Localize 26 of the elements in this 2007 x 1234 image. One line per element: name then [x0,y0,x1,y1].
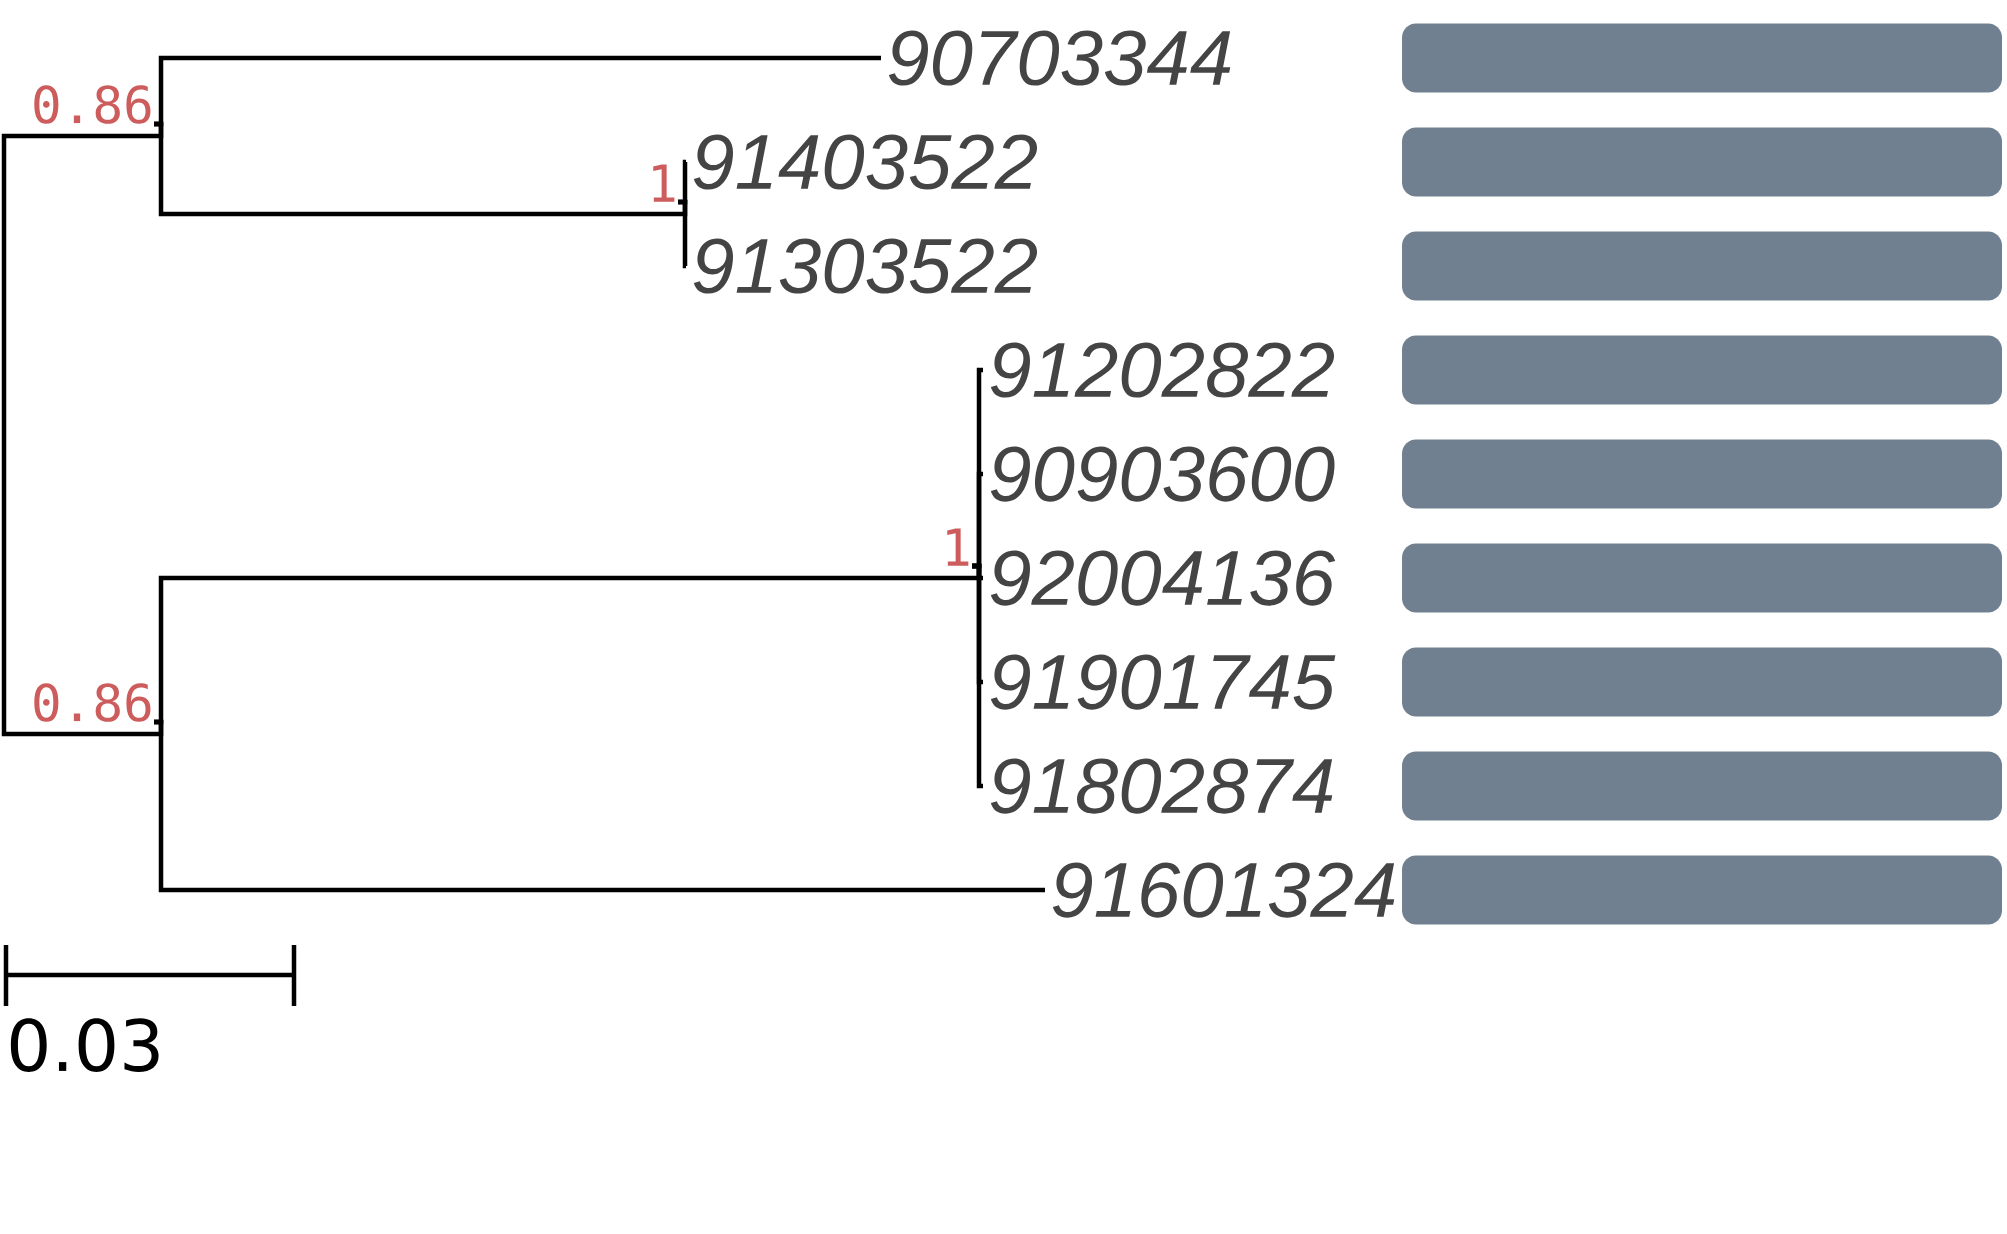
bar [1402,751,2003,821]
leaf-label: 91802874 [990,758,1333,814]
bar [1402,231,2003,301]
leaf-label: 91202822 [990,342,1335,398]
scale-label: 0.03 [10,1018,159,1072]
bar [1402,439,2003,509]
bar [1402,23,2003,93]
leaf-label: 92004136 [990,550,1336,606]
leaf-label: 91403522 [693,134,1037,190]
leaf-label: 91303522 [693,238,1037,294]
leaf-label: 91901745 [990,654,1336,710]
bar [1402,855,2003,925]
bar [1402,127,2003,197]
bar [1402,335,2003,405]
tree-branch [972,563,983,789]
support-value: 1 [947,528,969,566]
tree-branch [678,199,689,269]
support-value: 0.86 [34,683,151,722]
support-value: 1 [653,164,675,202]
leaf-label: 91601324 [1052,862,1395,918]
support-value: 0.86 [34,85,151,124]
tree-branch [152,719,1045,893]
leaf-label: 90903600 [990,446,1335,502]
bar [1402,543,2003,613]
bar [1402,647,2003,717]
leaf-label: 90703344 [888,30,1231,86]
